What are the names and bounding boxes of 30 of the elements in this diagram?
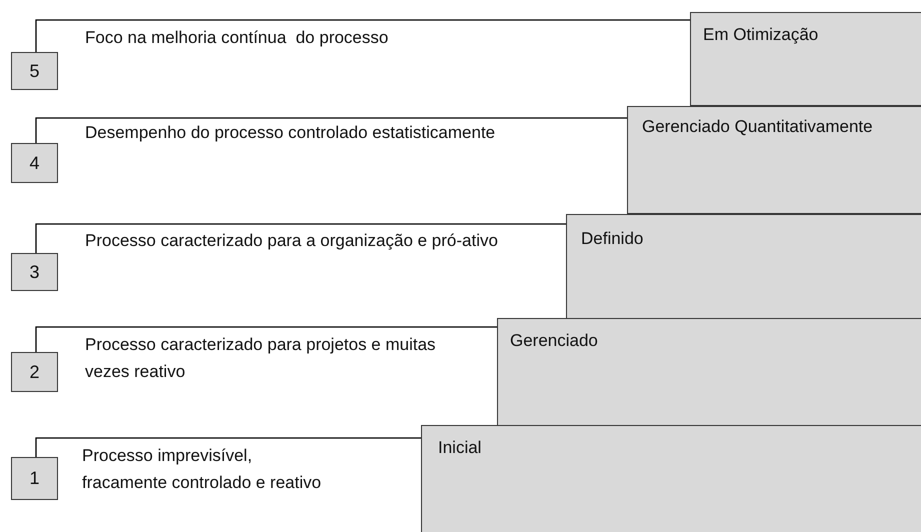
level-description: Foco na melhoria contínua do processo <box>85 27 390 49</box>
level-number-box <box>11 457 58 500</box>
level-number-box <box>11 352 58 392</box>
level-number-box <box>11 52 58 90</box>
level-description: Processo caracterizado para a organização e pró-ativo <box>85 230 499 252</box>
level-step-box <box>627 106 921 214</box>
level-name: Gerenciado Quantitativamente <box>642 117 873 136</box>
level-description: Processo imprevisível, fracamente controlado e reativo <box>82 445 322 494</box>
level-number: 3 <box>29 262 40 282</box>
connector-line <box>35 437 421 457</box>
level-name: Inicial <box>438 438 482 457</box>
level-number: 2 <box>29 362 40 382</box>
level-description: Desempenho do processo controlado estatisticamente <box>85 122 496 144</box>
level-step-box <box>566 214 921 319</box>
level-number-box <box>11 253 58 291</box>
level-name: Em Otimização <box>703 25 818 44</box>
level-description: Processo caracterizado para projetos e muitas vezes reativo <box>85 334 437 383</box>
level-name: Definido <box>581 229 644 248</box>
level-step-box <box>497 318 921 426</box>
level-number: 1 <box>29 468 40 489</box>
level-step-box <box>690 12 921 106</box>
level-number-box <box>11 143 58 183</box>
level-step-box <box>421 425 921 532</box>
connector-line <box>35 223 566 253</box>
connector-line <box>35 19 690 52</box>
connector-line <box>35 326 497 352</box>
level-number: 5 <box>29 60 40 82</box>
connector-line <box>35 117 627 143</box>
level-name: Gerenciado <box>510 331 598 350</box>
level-number: 4 <box>29 152 40 174</box>
